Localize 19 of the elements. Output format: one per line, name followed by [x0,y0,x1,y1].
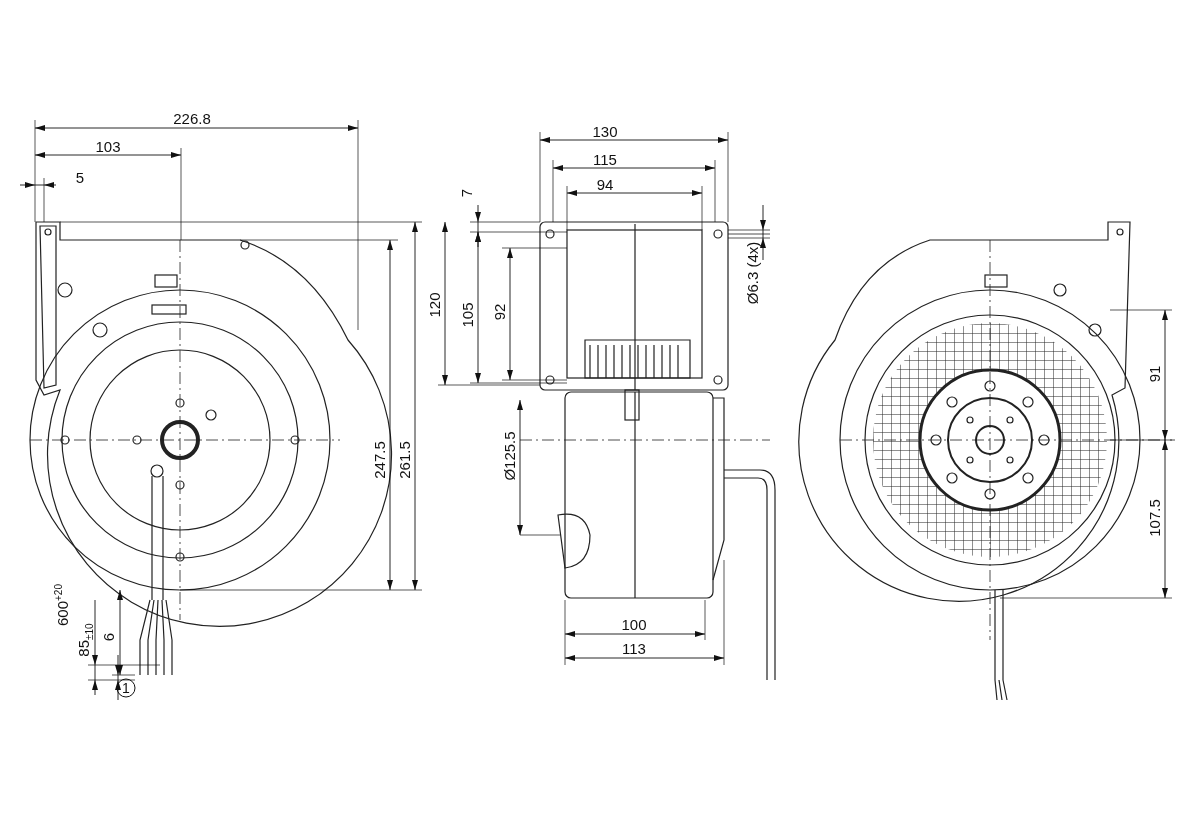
dimension-label: 91 [1146,365,1162,383]
dimension-label: 103 [95,138,121,154]
dimension-label: 107.5 [1146,499,1162,537]
dimension-label: Ø125.5 [501,431,517,481]
dimension-label: 261.5 [396,441,412,479]
dimension-label: 226.8 [173,110,211,126]
dimension-label: 120 [426,292,442,318]
dimension-label: 105 [459,302,475,328]
dimension-label: 130 [592,123,618,139]
dimension-label: 113 [622,640,646,656]
dimension-label: 5 [75,169,85,185]
dimension-label: 7 [458,188,474,198]
dimension-label: Ø6.3 (4x) [744,241,760,305]
dimension-label: 115 [593,151,617,167]
dimension-label: 100 [621,616,647,632]
dimension-label: 92 [491,303,507,321]
dimension-label: 94 [596,176,614,192]
dimension-label: 247.5 [371,441,387,479]
dimension-label: 6 [100,632,116,642]
